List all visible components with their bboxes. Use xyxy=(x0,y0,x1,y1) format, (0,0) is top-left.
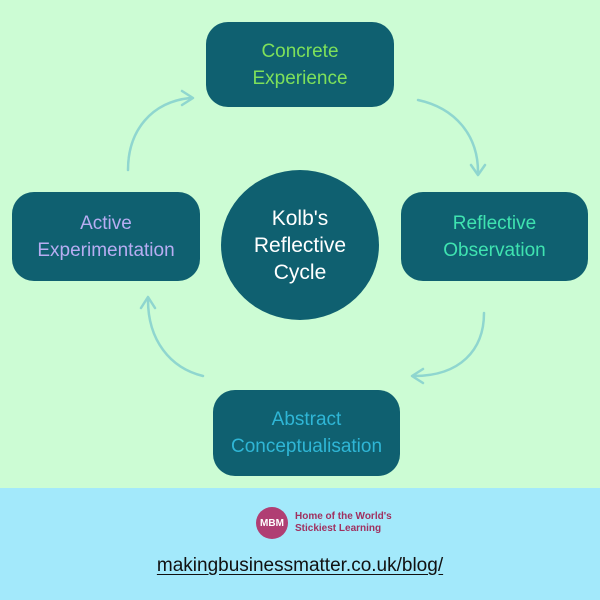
diagram-area: Concrete Experience Reflective Observati… xyxy=(12,22,588,476)
arrow-head-active-to-concrete xyxy=(180,89,195,107)
center-line-2: Reflective xyxy=(253,233,347,257)
arrow-head-concrete-to-reflective xyxy=(469,163,487,177)
cycle-arrows xyxy=(126,89,487,385)
stage-active-line-2: Experimentation xyxy=(37,239,175,261)
arrow-concrete-to-reflective xyxy=(416,98,480,174)
stage-reflective-observation: Reflective Observation xyxy=(401,192,588,281)
stage-concrete-line-2: Experience xyxy=(252,67,348,89)
stage-reflective-line-2: Observation xyxy=(443,239,546,261)
center-circle: Kolb's Reflective Cycle xyxy=(221,170,379,320)
arrow-abstract-to-active xyxy=(146,298,205,378)
stage-concrete-experience: Concrete Experience xyxy=(206,22,394,107)
stage-concrete-line-1: Concrete xyxy=(261,40,339,62)
arrow-head-reflective-to-abstract xyxy=(410,367,425,385)
arrow-reflective-to-abstract xyxy=(412,311,486,378)
tagline-line-1: Home of the World's xyxy=(295,511,392,522)
stage-abstract-line-1: Abstract xyxy=(271,409,342,430)
blog-url-link[interactable]: makingbusinessmatter.co.uk/blog/ xyxy=(156,555,444,576)
arrow-head-abstract-to-active xyxy=(139,295,157,310)
stage-active-line-1: Active xyxy=(80,212,132,234)
arrow-active-to-concrete xyxy=(126,96,192,172)
footer-band xyxy=(0,488,600,600)
stage-reflective-line-1: Reflective xyxy=(452,212,537,234)
stage-abstract-line-2: Conceptualisation xyxy=(230,436,383,457)
center-line-1: Kolb's xyxy=(271,206,329,230)
stage-active-experimentation: Active Experimentation xyxy=(12,192,200,281)
brand-logo: MBM Home of the World's Stickiest Learni… xyxy=(256,507,392,539)
mbm-logo-badge: MBM xyxy=(256,507,288,539)
stage-abstract-conceptualisation: Abstract Conceptualisation xyxy=(213,390,400,476)
tagline-line-2: Stickiest Learning xyxy=(295,523,382,534)
center-line-3: Cycle xyxy=(273,260,327,284)
brand-tagline: Home of the World's Stickiest Learning xyxy=(295,511,392,535)
